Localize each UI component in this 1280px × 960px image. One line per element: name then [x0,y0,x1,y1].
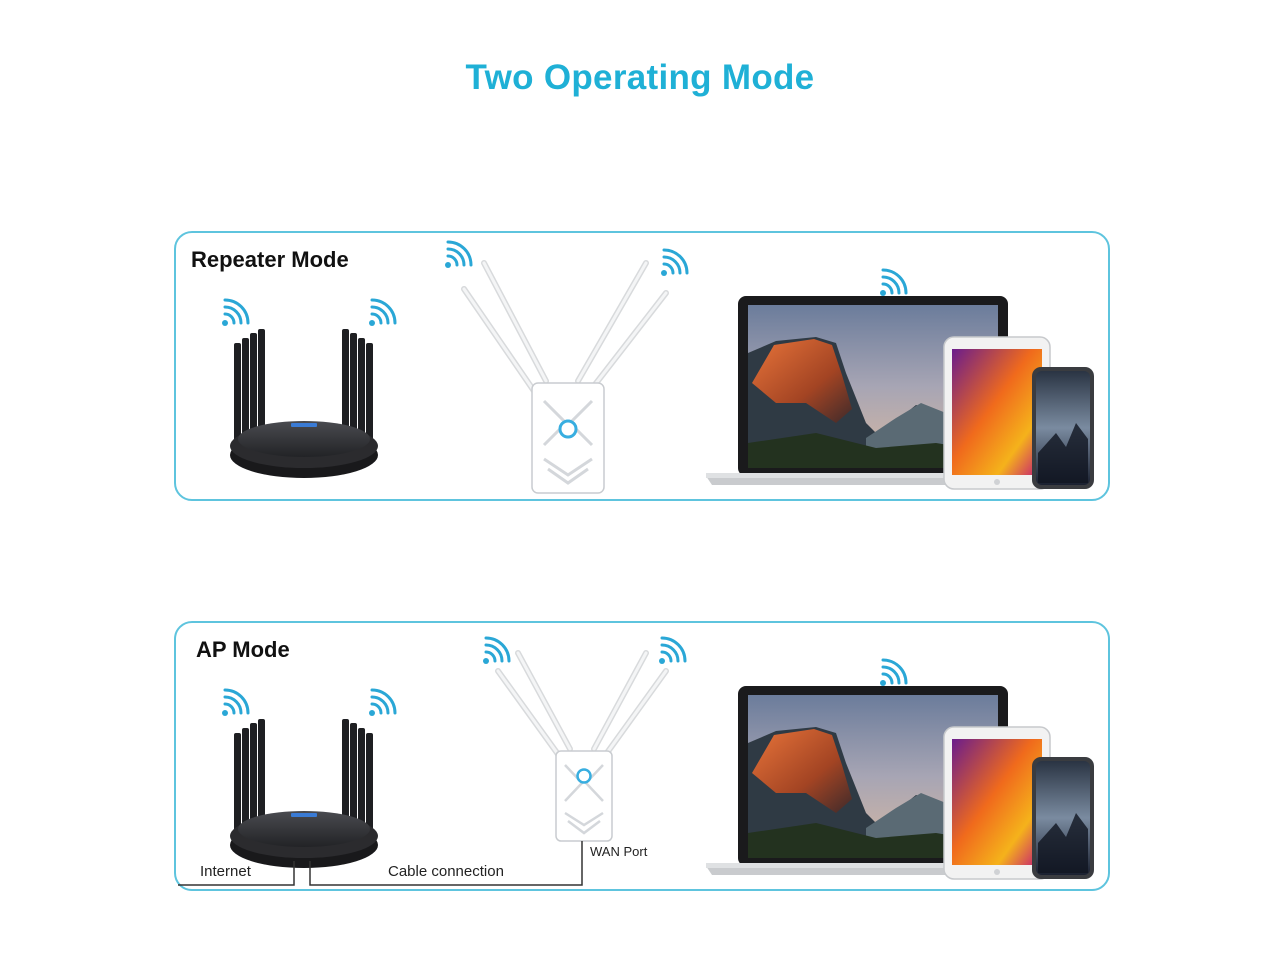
wifi-icon [222,688,250,716]
tablet-icon [943,726,1051,880]
extender-icon [461,260,669,494]
tablet-icon [943,336,1051,490]
ap-mode-label: AP Mode [196,637,290,662]
repeater-mode-label: Repeater Mode [191,247,349,272]
wifi-icon [880,268,908,296]
extender-icon [495,650,669,842]
wifi-icon [661,248,689,276]
wifi-icon [483,636,511,664]
wifi-icon [222,298,250,326]
wifi-icon [880,658,908,686]
wifi-icon [445,240,473,268]
wifi-icon [369,298,397,326]
ap-mode-panel: AP Mode [174,621,1110,891]
phone-icon [1032,757,1094,879]
phone-icon [1032,367,1094,489]
internet-label: Internet [200,863,251,880]
wan-port-label: WAN Port [590,844,648,859]
repeater-mode-panel: Repeater Mode [174,231,1110,501]
page-title: Two Operating Mode [465,58,815,97]
repeater-mode-scene [222,240,1094,494]
router-icon [230,719,378,868]
ap-mode-scene [178,636,1094,886]
router-icon [230,329,378,478]
wifi-icon [369,688,397,716]
cable-connection-label: Cable connection [388,863,504,880]
laptop-icon [706,296,1042,485]
cable-lines [178,841,583,886]
wifi-icon [659,636,687,664]
